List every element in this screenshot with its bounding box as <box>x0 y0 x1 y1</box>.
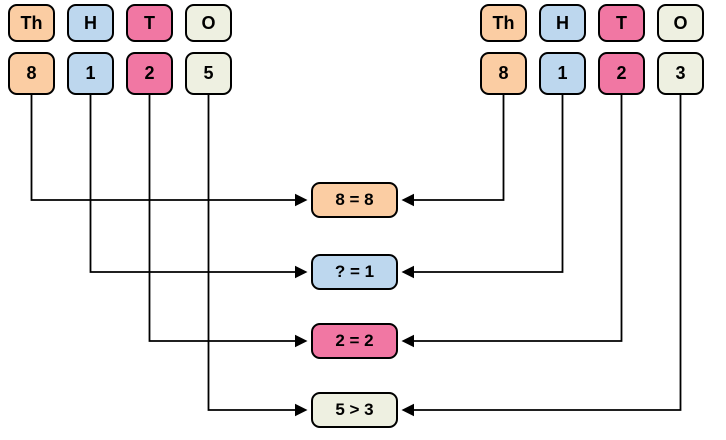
right-hundreds-header: H <box>539 4 586 42</box>
right-thousands-column: Th 8 <box>480 4 527 95</box>
right-tens-digit: 2 <box>598 52 645 95</box>
comparison-tens: 2 = 2 <box>311 323 398 359</box>
left-number-table: Th 8 H 1 T 2 O 5 <box>8 4 232 95</box>
left-ones-column: O 5 <box>185 4 232 95</box>
left-ones-digit: 5 <box>185 52 232 95</box>
left-thousands-column: Th 8 <box>8 4 55 95</box>
left-hundreds-digit: 1 <box>67 52 114 95</box>
right-ones-digit: 3 <box>657 52 704 95</box>
right-thousands-digit: 8 <box>480 52 527 95</box>
left-tens-header: T <box>126 4 173 42</box>
left-hundreds-column: H 1 <box>67 4 114 95</box>
right-hundreds-column: H 1 <box>539 4 586 95</box>
right-tens-header: T <box>598 4 645 42</box>
left-ones-header: O <box>185 4 232 42</box>
left-tens-digit: 2 <box>126 52 173 95</box>
right-number-table: Th 8 H 1 T 2 O 3 <box>480 4 704 95</box>
right-tens-column: T 2 <box>598 4 645 95</box>
left-hundreds-header: H <box>67 4 114 42</box>
right-thousands-header: Th <box>480 4 527 42</box>
right-ones-header: O <box>657 4 704 42</box>
left-tens-column: T 2 <box>126 4 173 95</box>
comparison-ones: 5 > 3 <box>311 392 398 428</box>
left-thousands-header: Th <box>8 4 55 42</box>
comparison-thousands: 8 = 8 <box>311 182 398 218</box>
right-hundreds-digit: 1 <box>539 52 586 95</box>
comparison-hundreds: ? = 1 <box>311 254 398 290</box>
right-ones-column: O 3 <box>657 4 704 95</box>
left-thousands-digit: 8 <box>8 52 55 95</box>
